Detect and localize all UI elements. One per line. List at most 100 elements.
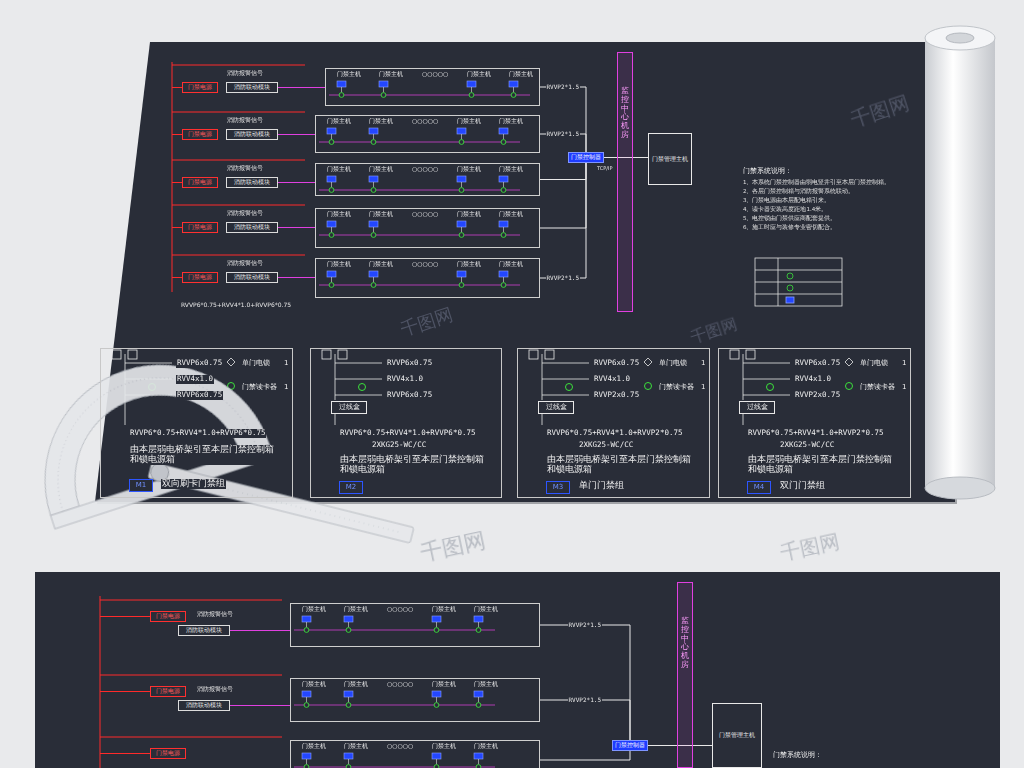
- panel-text: RVVP6x0.75: [176, 391, 223, 400]
- panel-text: RVVP2x0.75: [593, 391, 640, 400]
- power-box: 门禁电源: [182, 82, 218, 93]
- note-line: 1、本系统门禁控制器由弱电竖井引至本层门禁控制箱。: [742, 179, 892, 185]
- server-label: 门禁管理主机: [719, 732, 755, 739]
- panel-text: 门禁读卡器: [658, 383, 695, 391]
- riser-column: 监控中心机房: [677, 582, 693, 768]
- device-label: 门禁主机: [368, 261, 394, 268]
- server-box: 门禁管理主机: [712, 703, 762, 768]
- panel-text: 单门电锁: [859, 359, 889, 367]
- cable-connector: [540, 163, 586, 180]
- cable-connector: [278, 87, 325, 88]
- module-label: 消防联动模块: [186, 627, 222, 634]
- power-box: 门禁电源: [182, 177, 218, 188]
- power-box: 门禁电源: [150, 686, 186, 697]
- controller-label: 门禁控制器: [615, 742, 645, 749]
- device-label: 门禁主机: [466, 71, 492, 78]
- module-box: 消防联动模块: [226, 272, 278, 283]
- cable-connector: [540, 751, 630, 760]
- device-label: 门禁主机: [456, 166, 482, 173]
- junction-box: 过线盒: [331, 401, 367, 414]
- power-label: 门禁电源: [188, 84, 212, 91]
- power-box: 门禁电源: [182, 272, 218, 283]
- panel-text: 2XKG25-WC/CC: [578, 441, 634, 450]
- panel-text: 1: [700, 383, 706, 391]
- cable-label: RVVP2*1.5: [568, 622, 603, 629]
- device-label: ○○○○○: [411, 166, 439, 173]
- server-box: 门禁管理主机: [648, 133, 692, 185]
- panel-text: RVV4x1.0: [593, 375, 631, 384]
- panel-text: RVVP6x0.75: [593, 359, 640, 368]
- floor-box: 门禁主机门禁主机○○○○○门禁主机门禁主机: [290, 678, 540, 722]
- group-tag: M1: [129, 479, 153, 492]
- signal-label: 消防报警信号: [226, 210, 264, 217]
- power-label: 门禁电源: [188, 274, 212, 281]
- signal-label: 消防报警信号: [226, 165, 264, 172]
- cable-label: RVVP6*0.75+RVV4*1.0+RVVP6*0.75: [180, 302, 292, 309]
- panel-text: RVVP6x0.75: [386, 359, 433, 368]
- cable-label: RVVP2*1.5: [546, 275, 581, 282]
- power-label: 门禁电源: [156, 613, 180, 620]
- tag-label: M4: [754, 483, 765, 491]
- power-box: 门禁电源: [150, 611, 186, 622]
- device-label: 门禁主机: [326, 166, 352, 173]
- power-label: 门禁电源: [188, 224, 212, 231]
- module-label: 消防联动模块: [186, 702, 222, 709]
- junction-box: 过线盒: [538, 401, 574, 414]
- panel-text: RVV4x1.0: [794, 375, 832, 384]
- module-label: 消防联动模块: [234, 274, 270, 281]
- cable-label: RVVP2*1.5: [546, 84, 581, 91]
- bottom-sheet: [35, 572, 1000, 768]
- floor-box: 门禁主机门禁主机○○○○○门禁主机门禁主机: [290, 740, 540, 768]
- controller-box: 门禁控制器: [612, 740, 648, 751]
- tag-label: M1: [136, 481, 147, 489]
- device-label: 门禁主机: [378, 71, 404, 78]
- cable-connector: [278, 134, 315, 135]
- junction-label: 过线盒: [747, 403, 768, 411]
- panel-text: 1: [901, 359, 907, 367]
- device-label: ○○○○○: [411, 261, 439, 268]
- panel-text: 2XKG25-WC/CC: [371, 441, 427, 450]
- power-box: 门禁电源: [182, 129, 218, 140]
- panel-text: 单门电锁: [241, 359, 271, 367]
- cable-connector: [230, 705, 290, 706]
- floor-box: 门禁主机门禁主机○○○○○门禁主机门禁主机: [315, 115, 540, 153]
- device-label: 门禁主机: [498, 211, 524, 218]
- note-line: 4、读卡器安装高度距地1.4米。: [742, 206, 828, 212]
- notes-heading: 门禁系统说明：: [742, 168, 793, 175]
- panel-text: RVVP6*0.75+RVV4*1.0+RVVP2*0.75: [546, 429, 683, 438]
- device-label: ○○○○○: [386, 743, 414, 750]
- power-label: 门禁电源: [156, 688, 180, 695]
- signal-label: 消防报警信号: [226, 260, 264, 267]
- device-label: ○○○○○: [411, 211, 439, 218]
- panel-text: 1: [283, 383, 289, 391]
- panel-text: 由本层弱电桥架引至本层门禁控制箱和锁电源箱: [546, 455, 698, 475]
- device-label: 门禁主机: [473, 606, 499, 613]
- panel-text: 1: [901, 383, 907, 391]
- device-label: 门禁主机: [301, 743, 327, 750]
- device-label: 门禁主机: [368, 118, 394, 125]
- panel-text: RVVP6*0.75+RVV4*1.0+RVVP6*0.75: [129, 429, 266, 438]
- floor-box: 门禁主机门禁主机○○○○○门禁主机门禁主机: [315, 258, 540, 298]
- server-label: 门禁管理主机: [652, 156, 688, 163]
- group-tag: M2: [339, 481, 363, 494]
- module-box: 消防联动模块: [226, 177, 278, 188]
- device-label: 门禁主机: [301, 606, 327, 613]
- panel-text: RVV4x1.0: [386, 375, 424, 384]
- watermark: 千图网: [848, 91, 912, 131]
- panel-text: 门禁读卡器: [859, 383, 896, 391]
- device-label: ○○○○○: [386, 606, 414, 613]
- detail-panel: 单门电锁1门禁读卡器1RVVP6x0.75RVV4x1.0RVVP6x0.75R…: [100, 348, 293, 498]
- power-label: 门禁电源: [188, 179, 212, 186]
- panel-text: RVVP6x0.75: [386, 391, 433, 400]
- junction-label: 过线盒: [339, 403, 360, 411]
- notes-heading: 门禁系统说明：: [772, 752, 823, 759]
- device-label: 门禁主机: [368, 211, 394, 218]
- module-label: 消防联动模块: [234, 179, 270, 186]
- detail-panel: 单门电锁1门禁读卡器1RVVP6x0.75RVV4x1.0RVVP2x0.75R…: [517, 348, 710, 498]
- panel-text: 1: [700, 359, 706, 367]
- module-label: 消防联动模块: [234, 84, 270, 91]
- note-line: 3、门禁电源由本层配电箱引来。: [742, 197, 832, 203]
- panel-text: 双门门禁组: [779, 481, 826, 491]
- device-label: 门禁主机: [508, 71, 534, 78]
- device-label: 门禁主机: [343, 743, 369, 750]
